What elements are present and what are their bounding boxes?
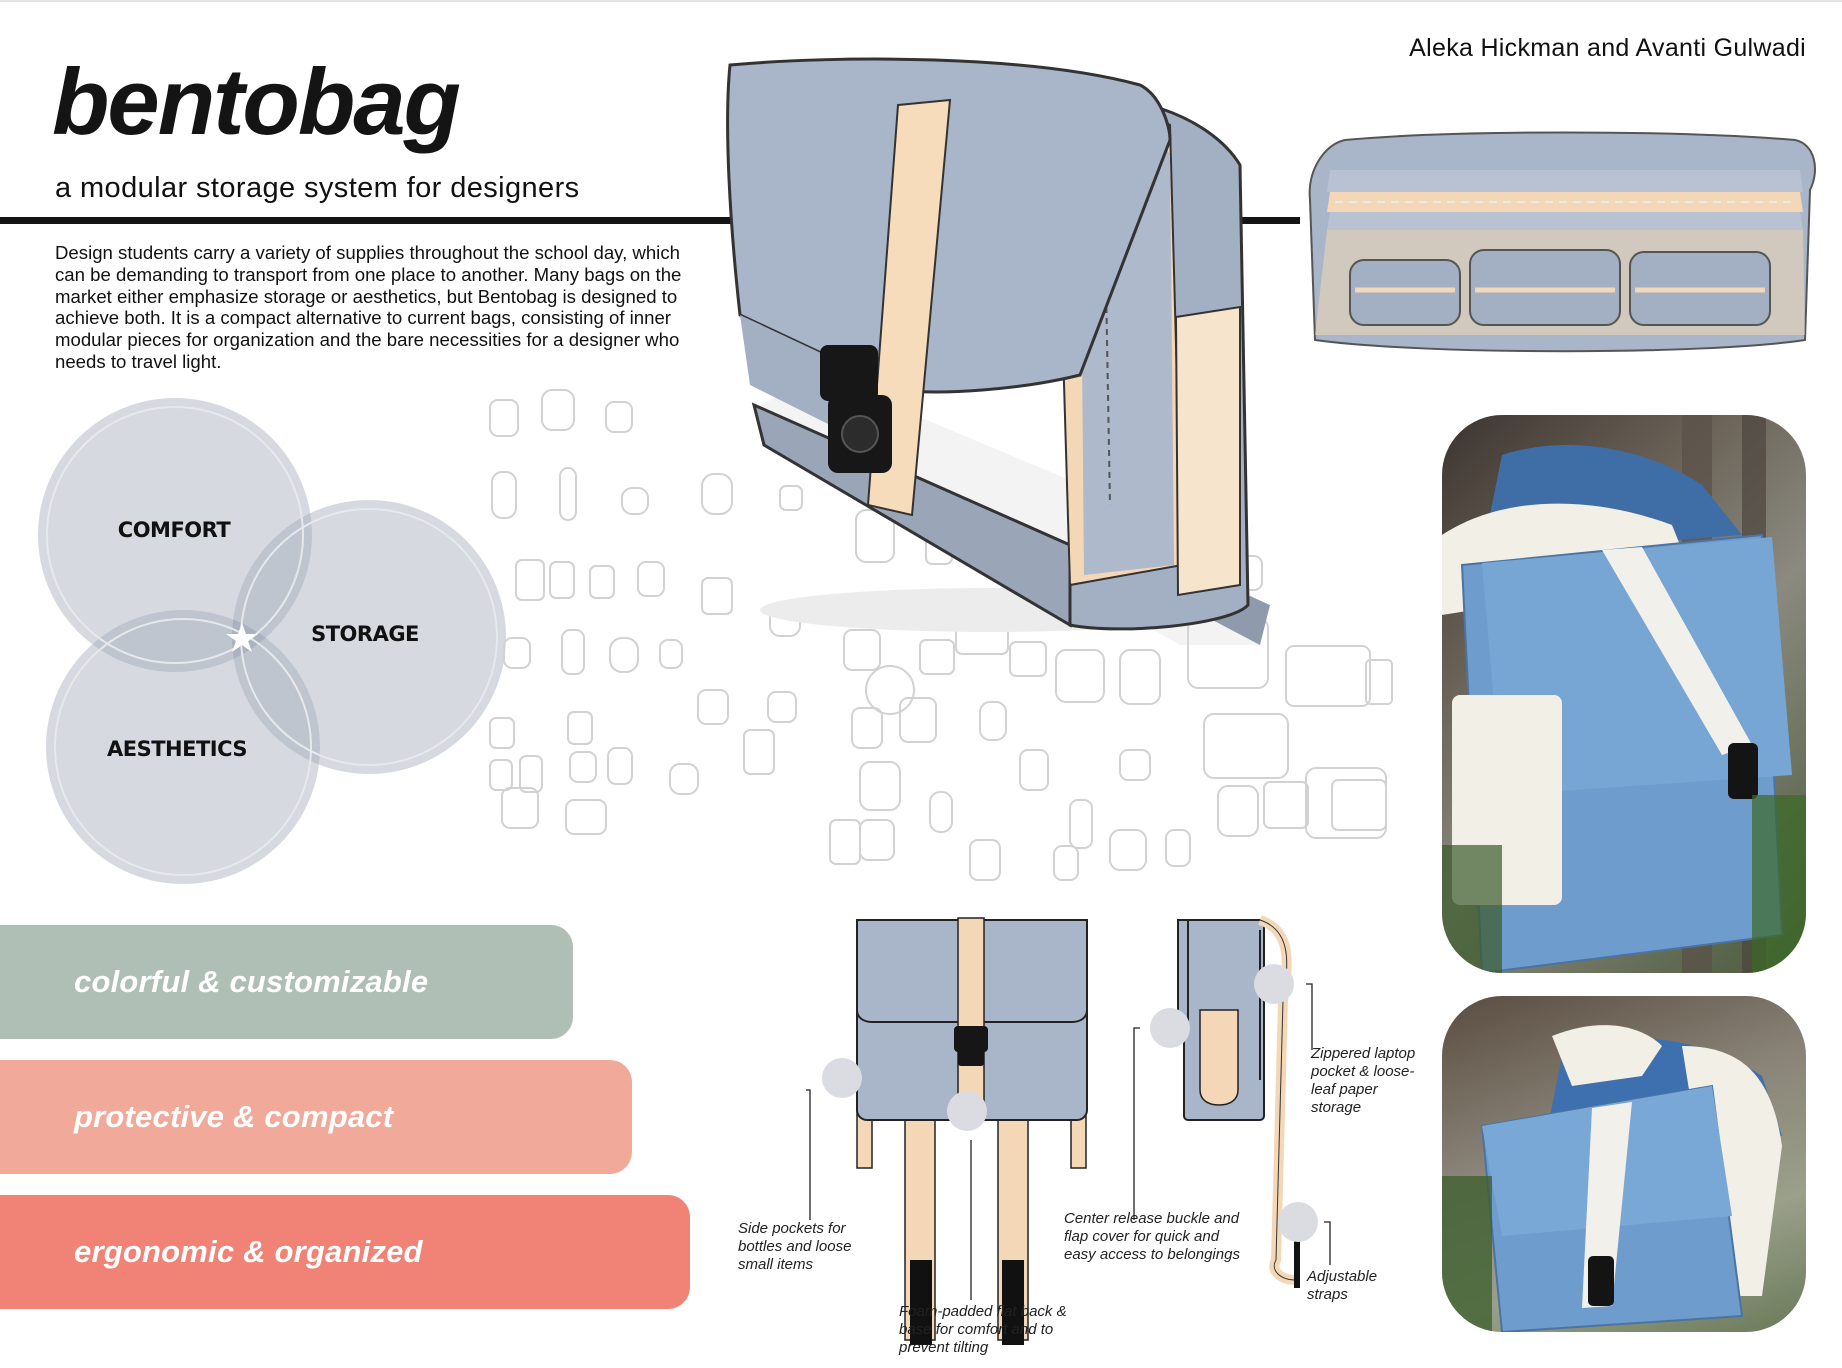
feature-label: ergonomic & organized <box>74 1234 423 1269</box>
callout-side-pockets: Side pockets for bottles and loose small… <box>738 1220 852 1273</box>
venn-label-aesthetics: AESTHETICS <box>107 737 247 761</box>
callout-foam-back: Foam-padded flat back & base for comfort… <box>899 1303 1067 1356</box>
callout-zippered-pocket: Zippered laptop pocket & loose-leaf pape… <box>1311 1045 1416 1116</box>
star-icon <box>226 623 258 652</box>
feature-pill-ergonomic: ergonomic & organized <box>0 1195 690 1309</box>
product-photo-shoulder <box>1442 996 1806 1332</box>
venn-diagram: COMFORT STORAGE AESTHETICS <box>38 398 506 884</box>
hero-bag-illustration <box>726 57 1270 645</box>
title-rule <box>0 217 1300 224</box>
feature-label: colorful & customizable <box>74 964 429 999</box>
technical-drawings <box>806 915 1331 1345</box>
page-title: bentobag <box>52 49 461 154</box>
modular-insert-illustration <box>1308 131 1816 353</box>
buckle-icon <box>820 345 892 473</box>
page-subtitle: a modular storage system for designers <box>55 172 580 204</box>
callout-center-buckle: Center release buckle and flap cover for… <box>1064 1210 1240 1263</box>
product-photo-back <box>1442 415 1806 973</box>
authors: Aleka Hickman and Avanti Gulwadi <box>1409 34 1806 62</box>
top-border <box>0 0 1842 2</box>
description: Design students carry a variety of suppl… <box>55 242 682 372</box>
feature-pill-colorful: colorful & customizable <box>0 925 573 1039</box>
callout-straps: Adjustable straps <box>1307 1268 1378 1303</box>
feature-pill-protective: protective & compact <box>0 1060 632 1174</box>
venn-label-comfort: COMFORT <box>118 518 232 542</box>
feature-label: protective & compact <box>74 1099 394 1134</box>
venn-label-storage: STORAGE <box>311 622 419 646</box>
